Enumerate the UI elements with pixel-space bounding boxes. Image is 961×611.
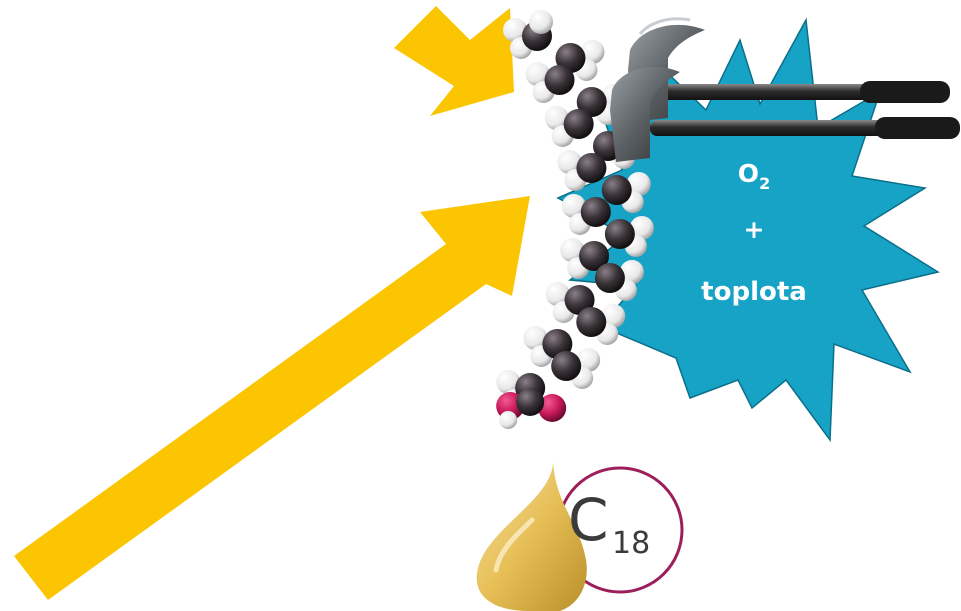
carbon-atom xyxy=(564,285,595,315)
carbon-atom xyxy=(579,241,610,271)
carbon-atom xyxy=(516,388,545,416)
hydrogen-atom xyxy=(557,150,582,174)
burst-heat-label: toplota xyxy=(701,277,807,307)
hydrogen-atom xyxy=(629,216,654,240)
hydrogen-atom xyxy=(503,18,527,42)
carbon-atom xyxy=(576,153,607,183)
carbon-atom xyxy=(604,219,635,249)
hammer-icon xyxy=(610,66,960,162)
carbon-atom xyxy=(576,87,607,117)
hydrogen-atom xyxy=(525,62,550,86)
c18-letter: C xyxy=(568,486,609,554)
hydrogen-atom xyxy=(576,348,601,372)
oxygen-atom xyxy=(538,394,567,422)
hydrogen-atom xyxy=(496,370,521,394)
carbon-atom xyxy=(580,197,611,227)
carbon-atom xyxy=(601,175,632,205)
burst-plus-label: + xyxy=(744,215,765,244)
c18-number: 18 xyxy=(612,526,650,561)
oil-drop-icon xyxy=(476,462,587,611)
carbon-atom xyxy=(576,307,607,337)
hydrogen-atom xyxy=(499,411,518,429)
hydrogen-atom xyxy=(523,326,548,350)
hydrogen-atom xyxy=(580,40,605,64)
hydrogen-atom xyxy=(561,194,586,218)
hydrogen-atom xyxy=(545,282,570,306)
hydrogen-atom xyxy=(529,10,553,34)
hydrogen-atom xyxy=(619,260,644,284)
carbon-atom xyxy=(594,263,625,293)
burst-oxygen-label: O2 xyxy=(738,159,770,193)
carbon-atom xyxy=(551,351,582,381)
hydrogen-atom xyxy=(544,106,569,130)
carbon-atom xyxy=(563,109,594,139)
hydrogen-atom xyxy=(626,172,651,196)
long-arrow-icon xyxy=(14,196,530,600)
hydrogen-atom xyxy=(560,238,585,262)
hydrogen-atom xyxy=(601,304,626,328)
carbon-atom xyxy=(544,65,575,95)
oil-c18-badge: C 18 xyxy=(476,462,684,611)
short-arrow-icon xyxy=(394,6,514,116)
